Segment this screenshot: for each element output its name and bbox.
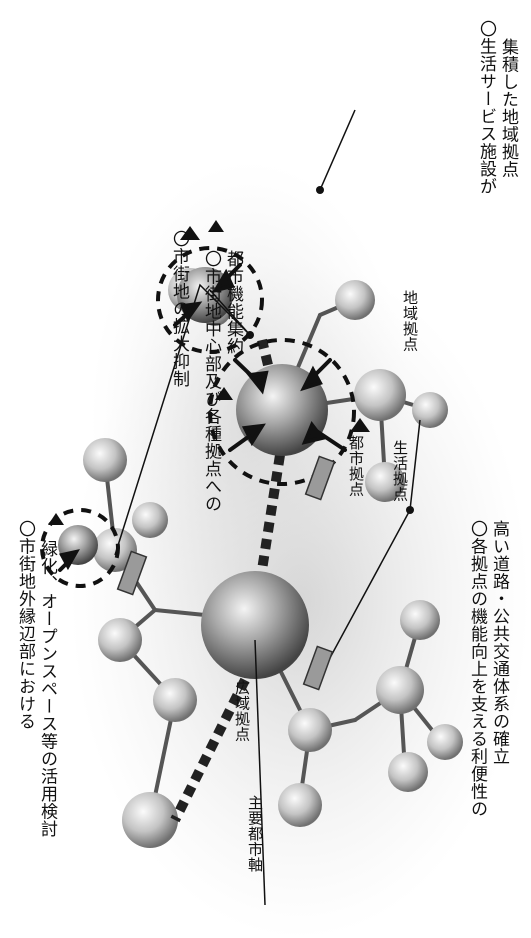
note-transport-1: 〇各拠点の機能向上を支える利便性の bbox=[466, 520, 488, 818]
note-service-hub-1: 〇生活サービス施設が bbox=[475, 20, 497, 195]
label-living-hub: 生活拠点 bbox=[390, 440, 409, 502]
regional-hub-sphere bbox=[201, 571, 309, 679]
note-concentration-2: 都市機能集約 bbox=[222, 250, 244, 355]
label-main-axis: 主要都市軸 bbox=[245, 795, 264, 873]
label-regional-hub: 広域拠点 bbox=[232, 680, 251, 742]
note-service-hub-2: 集積した地域拠点 bbox=[497, 38, 519, 178]
note-concentration-1: 〇市街地中心部及び各種拠点への bbox=[200, 250, 222, 513]
label-area-hub: 地域拠点 bbox=[400, 290, 419, 352]
note-outer-green-1: 〇市街地外縁辺部における bbox=[14, 520, 36, 730]
note-transport-2: 高い道路・公共交通体系の確立 bbox=[488, 520, 510, 765]
note-suppress: 〇市街地の拡大抑制 bbox=[168, 230, 190, 388]
label-urban-hub: 都市拠点 bbox=[346, 435, 365, 497]
note-outer-green-2: 緑化、オープンスペース等の活用検討 bbox=[36, 540, 58, 838]
